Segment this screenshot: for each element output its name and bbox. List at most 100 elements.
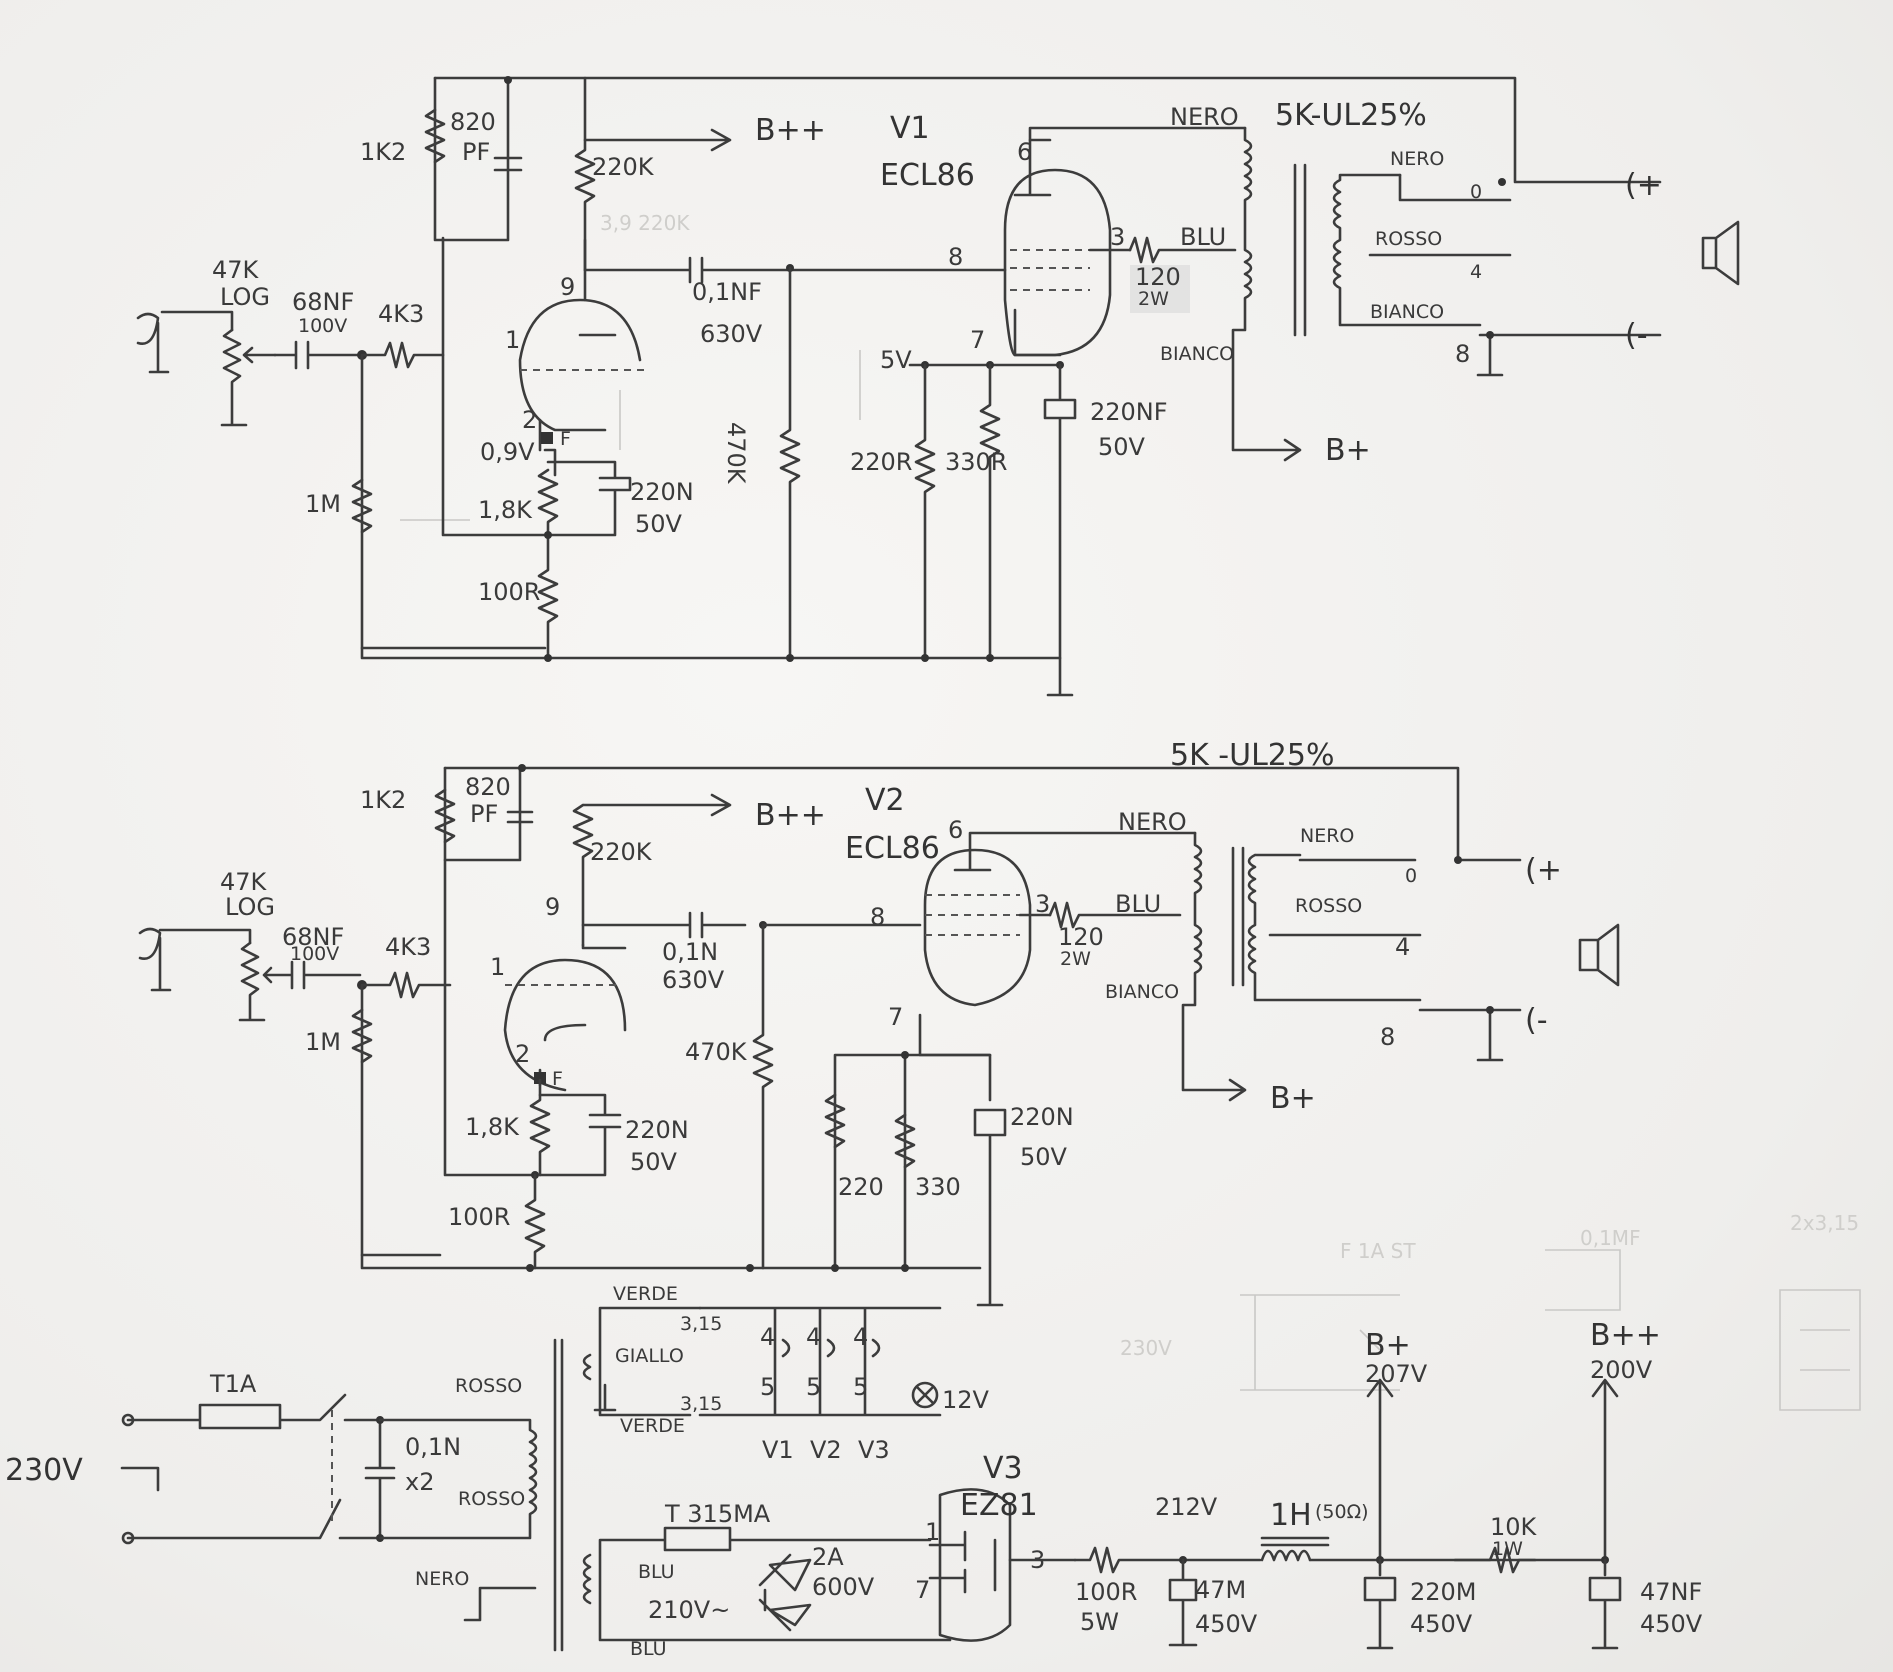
resistor-470k-stage1: [779, 266, 801, 660]
label-stage2-r_cathode: 1,8K: [465, 1113, 520, 1141]
heater-bus: [698, 1306, 942, 1417]
label-supply-ht_blu: BLU: [630, 1638, 667, 1660]
label-stage1-wire_nero: NERO: [1170, 103, 1239, 131]
label-stage1-r_k1: 220R: [850, 448, 912, 476]
label-stage2-pin_8: 8: [870, 903, 885, 931]
label-stage2-c_in: 68NF: [282, 923, 344, 951]
label-supply-c1: 47M: [1195, 1576, 1246, 1604]
label-stage1-wire_blu: BLU: [1180, 223, 1226, 251]
label-stage2-c_coupling: 0,1N: [662, 938, 718, 966]
label-supply-pin5: 5: [760, 1373, 775, 1401]
label-stage1-b_p: B+: [1325, 433, 1371, 468]
label-supply-bpp_v: 200V: [1590, 1356, 1653, 1384]
resistor-1k8-stage1: [537, 468, 559, 537]
transformer-primary-stage1: [1231, 126, 1302, 462]
label-stage2-b_pp: B++: [755, 798, 826, 833]
label-supply-rect_name: V3: [983, 1451, 1023, 1486]
triode-envelope-v1: [518, 298, 642, 432]
label-supply-rect_pin1: 1: [925, 1518, 940, 1546]
label-stage1-c_coupling_v: 630V: [700, 320, 763, 348]
label-stage2-r_plate: 220K: [590, 838, 653, 866]
label-supply-bpp: B++: [1590, 1318, 1661, 1353]
label-supply-heater_v: 3,15: [680, 1313, 722, 1335]
label-supply-rect_pin3: 3: [1030, 1546, 1045, 1574]
resistor-1k2-stage1: [424, 108, 446, 164]
resistor-100r-stage1: [537, 533, 559, 660]
label-stage1-c_in: 68NF: [292, 288, 354, 316]
label-stage2-pot_taper: LOG: [225, 893, 275, 921]
resistor-1k8-stage2: [529, 1078, 551, 1177]
transformer-secondary-stage1: [1332, 173, 1512, 327]
label-stage1-r_plate: 220K: [592, 153, 655, 181]
label-stage1-c_cathode: 220N: [630, 478, 694, 506]
svg-text:0,1MF: 0,1MF: [1580, 1226, 1641, 1250]
resistor-220-stage2: [824, 1093, 846, 1149]
label-supply-c_x: 0,1N: [405, 1433, 461, 1461]
input-jack-stage2: [138, 927, 252, 992]
triode-envelope-v2: [503, 958, 627, 1092]
label-supply-wire_nero: NERO: [415, 1568, 469, 1590]
label-supply-fuse2: T 315MA: [664, 1500, 771, 1528]
label-stage1-triode_cathode_v: 0,9V: [480, 438, 535, 466]
power-transformer-primary: [378, 1418, 538, 1540]
label-supply-c3_v: 450V: [1640, 1610, 1703, 1638]
stage-1-amplifier: [136, 76, 1740, 697]
label-stage1-pin_8: 8: [948, 243, 963, 271]
label-stage1-pin_3: 3: [1110, 223, 1125, 251]
label-stage1-wire_bianco: BIANCO: [1160, 343, 1234, 365]
svg-text:3,9 220K: 3,9 220K: [600, 211, 690, 235]
plate-resistor-220k-stage2: [572, 793, 732, 947]
resistor-330r-stage1: [979, 363, 1001, 660]
pentode-envelope-v1: [1003, 168, 1112, 357]
speaker-stage1: [1701, 220, 1740, 286]
transformer-primary-stage2: [1181, 831, 1247, 1102]
label-stage2-c_in_v: 100V: [290, 943, 339, 965]
label-stage1-pin_6: 6: [1017, 138, 1032, 166]
label-stage2-r_leak: 470K: [685, 1038, 748, 1066]
label-stage2-c_feedback_unit: PF: [470, 800, 498, 828]
label-stage2-c_cathode: 220N: [625, 1116, 689, 1144]
labels-supply: 230V T1A ROSSO ROSSO NERO 0,1N x2 VERDE …: [5, 1283, 1703, 1660]
heater-winding: [582, 1306, 702, 1417]
b-plus-arrow: [1366, 1378, 1394, 1562]
label-supply-diode_v: 600V: [812, 1573, 875, 1601]
label-stage1-wire_nero: NERO: [1390, 148, 1444, 170]
label-stage1-screen_w: 2W: [1138, 288, 1169, 310]
plate-resistor-220k-stage1: [574, 76, 596, 272]
mains-input: [126, 1393, 382, 1540]
label-stage2-tube_name: V2: [865, 783, 905, 818]
labels-stage1: V1 ECL86 5K-UL25% 1K2 820 PF 220K B++ 47…: [212, 98, 1662, 606]
label-stage1-plus: (+: [1625, 168, 1662, 203]
input-jack-stage1: [136, 310, 234, 374]
label-stage2-c_cathode_v: 50V: [630, 1148, 678, 1176]
label-supply-rect_type: EZ81: [960, 1488, 1038, 1523]
label-supply-v3: V3: [858, 1436, 890, 1464]
label-stage1-r_fb: 100R: [478, 578, 540, 606]
label-stage2-tube_type: ECL86: [845, 831, 940, 866]
label-stage1-pin_2: 2: [522, 406, 537, 434]
resistor-330-stage2: [894, 1113, 916, 1169]
label-stage2-r_grid: 1M: [305, 1028, 341, 1056]
ht-winding: [582, 1526, 952, 1642]
pentode-envelope-v2: [923, 848, 1032, 1007]
rectifier-envelope: [938, 1488, 1012, 1642]
feedback-wire-top-2: [443, 766, 1522, 862]
resistor-100r-5w: [1073, 1546, 1262, 1574]
choke-1h: [1260, 1536, 1537, 1562]
label-stage1-tap_8: 8: [1455, 340, 1470, 368]
transformer-rating-1: 5K-UL25%: [1275, 98, 1427, 133]
label-supply-c2_v: 450V: [1410, 1610, 1473, 1638]
label-stage2-r_in: 4K3: [385, 933, 431, 961]
cathode-bypass-cap-stage2: [538, 1093, 622, 1177]
label-stage2-c_k: 220N: [1010, 1103, 1074, 1131]
screen-resistor-120-stage2: [1048, 901, 1182, 929]
diode-600v: [758, 1588, 812, 1632]
label-stage2-minus: (-: [1525, 1003, 1548, 1038]
label-stage2-r_k1: 220: [838, 1173, 884, 1201]
label-supply-lamp: 12V: [942, 1386, 990, 1414]
resistor-4k3-stage1: [360, 341, 445, 369]
label-stage2-tap_8: 8: [1380, 1023, 1395, 1051]
label-stage1-pin_1: 1: [505, 326, 520, 354]
label-supply-r_series_w: 5W: [1080, 1608, 1119, 1636]
resistor-470k-stage2: [752, 923, 774, 1270]
